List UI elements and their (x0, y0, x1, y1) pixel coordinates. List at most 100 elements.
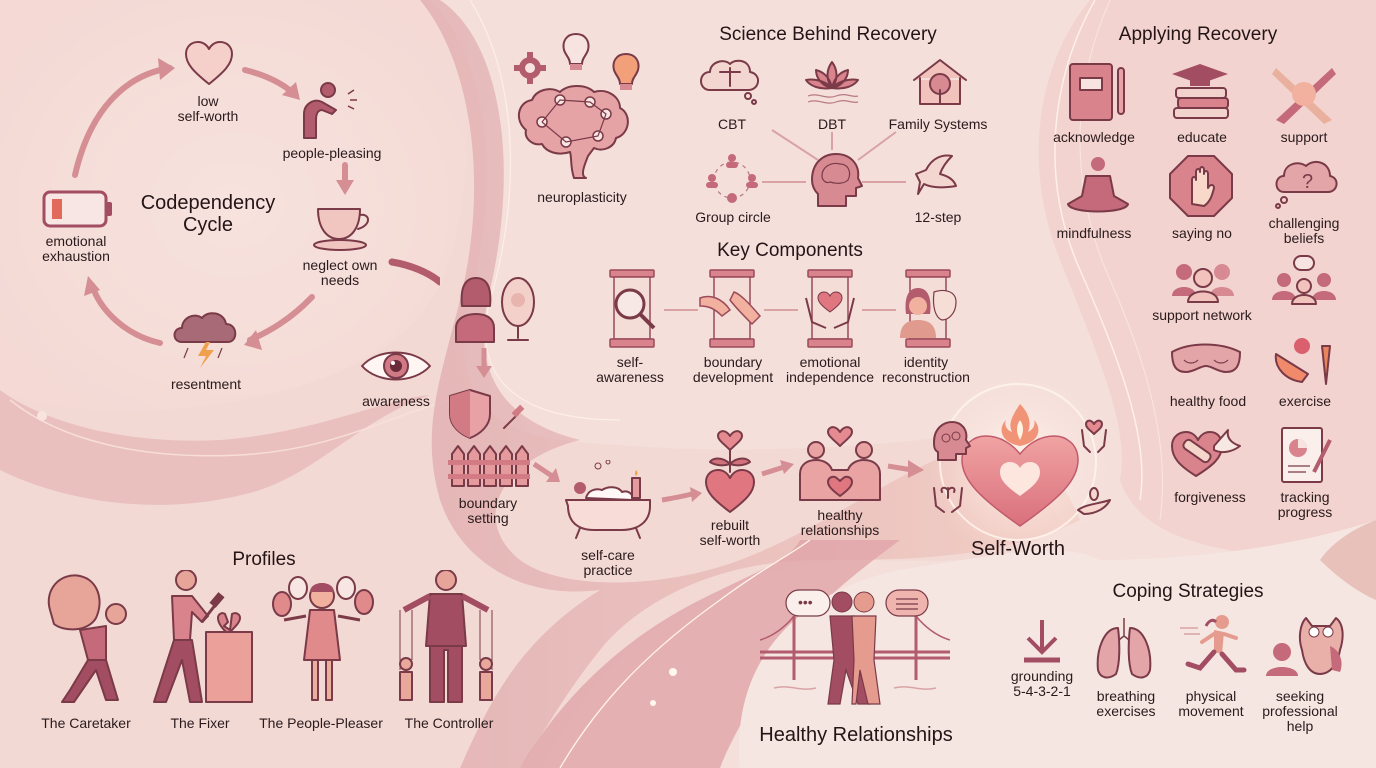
cycle-step-label: neglect own needs (302, 257, 378, 288)
applying-item-label: support (1280, 129, 1328, 145)
pillar-magnifier-icon (609, 269, 656, 348)
meditation-icon (1067, 157, 1129, 213)
science-item-label: CBT (718, 116, 746, 132)
group-circle-icon (706, 154, 758, 203)
glowing-heart-icon (933, 404, 1111, 527)
people-group-icon (1172, 264, 1234, 303)
pillar-heart-hands-icon (805, 269, 855, 348)
house-tree-icon (913, 59, 967, 105)
applying-item-label: exercise (1278, 393, 1332, 409)
applying-title: Applying Recovery (1118, 24, 1278, 45)
runner-icon (1180, 615, 1247, 673)
low-battery-icon (42, 190, 112, 228)
masks-woman-icon (272, 576, 374, 701)
grounding-arrow-icon (1024, 620, 1060, 663)
applying-item-label: mindfulness (1056, 225, 1132, 241)
cycle-step-label: emotional exhaustion (42, 233, 110, 264)
path-step-label: awareness (362, 393, 430, 409)
profiles-icons (47, 570, 493, 703)
sprout-hands-icon (933, 486, 963, 513)
applying-item-label: tracking progress (1277, 489, 1333, 520)
profile-label: The Caretaker (41, 715, 131, 731)
component-label: self- awareness (596, 354, 664, 385)
chat-group-icon (1272, 255, 1336, 305)
science-title: Science Behind Recovery (719, 24, 937, 45)
books-cap-icon (1172, 64, 1229, 119)
science-item-label: 12-step (914, 209, 962, 225)
self-worth-title: Self-Worth (970, 538, 1066, 560)
applying-item-label: saying no (1172, 225, 1232, 241)
sprouting-heart-icon (705, 430, 755, 513)
applying-icons: ? (1067, 63, 1338, 483)
path-step-label: rebuilt self-worth (699, 517, 761, 548)
lightbulb-icon (562, 33, 590, 70)
flow-arrow (761, 460, 794, 477)
cycle-arrow (89, 282, 163, 346)
cycle-arrows (72, 58, 440, 350)
mirror-reflection-icon (455, 277, 535, 343)
chart-notebook-icon (1281, 427, 1332, 483)
relationships-title: Healthy Relationships (759, 724, 953, 746)
science-item-label: Group circle (695, 209, 771, 225)
applying-item-label: forgiveness (1174, 489, 1246, 505)
lungs-icon (1096, 618, 1152, 679)
stop-hand-icon (1169, 155, 1233, 217)
shield-fence-icon (448, 389, 530, 487)
sleep-mask-icon (1171, 343, 1241, 373)
flow-arrow (532, 461, 560, 482)
science-item-label: DBT (818, 116, 846, 132)
science-network (700, 59, 967, 207)
head-brain-icon (811, 153, 863, 207)
eye-icon (361, 351, 431, 381)
path-step-label: boundary setting (458, 495, 518, 526)
path-step-label: self-care practice (581, 547, 635, 578)
teacup-icon (313, 208, 369, 251)
profile-label: The Fixer (170, 715, 230, 731)
coping-item-label: grounding 5-4-3-2-1 (1010, 668, 1074, 699)
coping-icons (1024, 615, 1344, 679)
neuroplasticity-label: neuroplasticity (537, 189, 627, 205)
coping-item-label: seeking professional help (1262, 688, 1338, 734)
applying-item-label: support network (1152, 307, 1252, 323)
components-row (609, 269, 957, 348)
profiles-title: Profiles (232, 549, 296, 570)
question-cloud-icon: ? (1275, 160, 1338, 209)
coping-item-label: breathing exercises (1096, 688, 1156, 719)
profile-label: The Controller (404, 715, 494, 731)
applying-item-label: challenging beliefs (1268, 215, 1340, 246)
component-label: boundary development (692, 354, 774, 385)
storm-cloud-icon (173, 312, 237, 368)
dove-icon (915, 154, 957, 195)
fruit-veg-icon (1274, 338, 1331, 385)
puppeteer-icon (399, 570, 493, 703)
science-item-label: Family Systems (888, 116, 988, 132)
bandaged-heart-dove-icon (1171, 429, 1241, 477)
hammer-heart-icon (153, 570, 253, 703)
pillar-hands-icon (699, 269, 762, 348)
cycle-arrow (72, 65, 173, 178)
profile-label: The People-Pleaser (259, 715, 383, 731)
path-step-label: healthy relationships (800, 507, 880, 538)
applying-item-label: educate (1177, 129, 1227, 145)
flow-arrow-down (476, 348, 492, 378)
svg-text:•••: ••• (798, 594, 813, 610)
component-label: identity reconstruction (882, 354, 970, 385)
applying-item-label: healthy food (1169, 393, 1247, 409)
component-label: emotional independence (786, 354, 874, 385)
heart-icon (185, 41, 233, 85)
stacked-hands-icon (1272, 68, 1336, 124)
gear-icon (514, 52, 546, 84)
mind-head-icon (933, 421, 971, 461)
flow-arrow (661, 487, 702, 503)
network-link (771, 129, 819, 161)
cycle-step-label: resentment (170, 376, 242, 392)
coping-title: Coping Strategies (1112, 581, 1264, 602)
heart-hands-icon (1081, 419, 1107, 453)
pillar-mask-icon (900, 269, 957, 348)
journal-icon (1069, 63, 1125, 121)
components-title: Key Components (717, 240, 863, 261)
bowing-person-icon (303, 82, 357, 139)
cycle-arrow (242, 67, 295, 95)
